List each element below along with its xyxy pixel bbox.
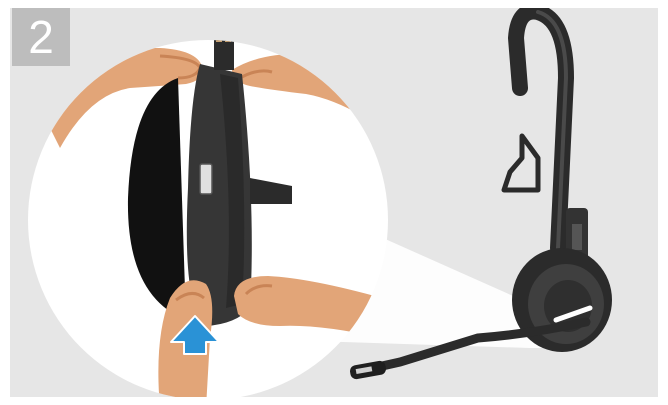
temple-pad	[504, 136, 538, 190]
illustration-panel: 2	[10, 8, 658, 397]
release-latch	[200, 164, 212, 194]
top-connector	[214, 30, 234, 70]
instruction-illustration	[10, 8, 658, 397]
